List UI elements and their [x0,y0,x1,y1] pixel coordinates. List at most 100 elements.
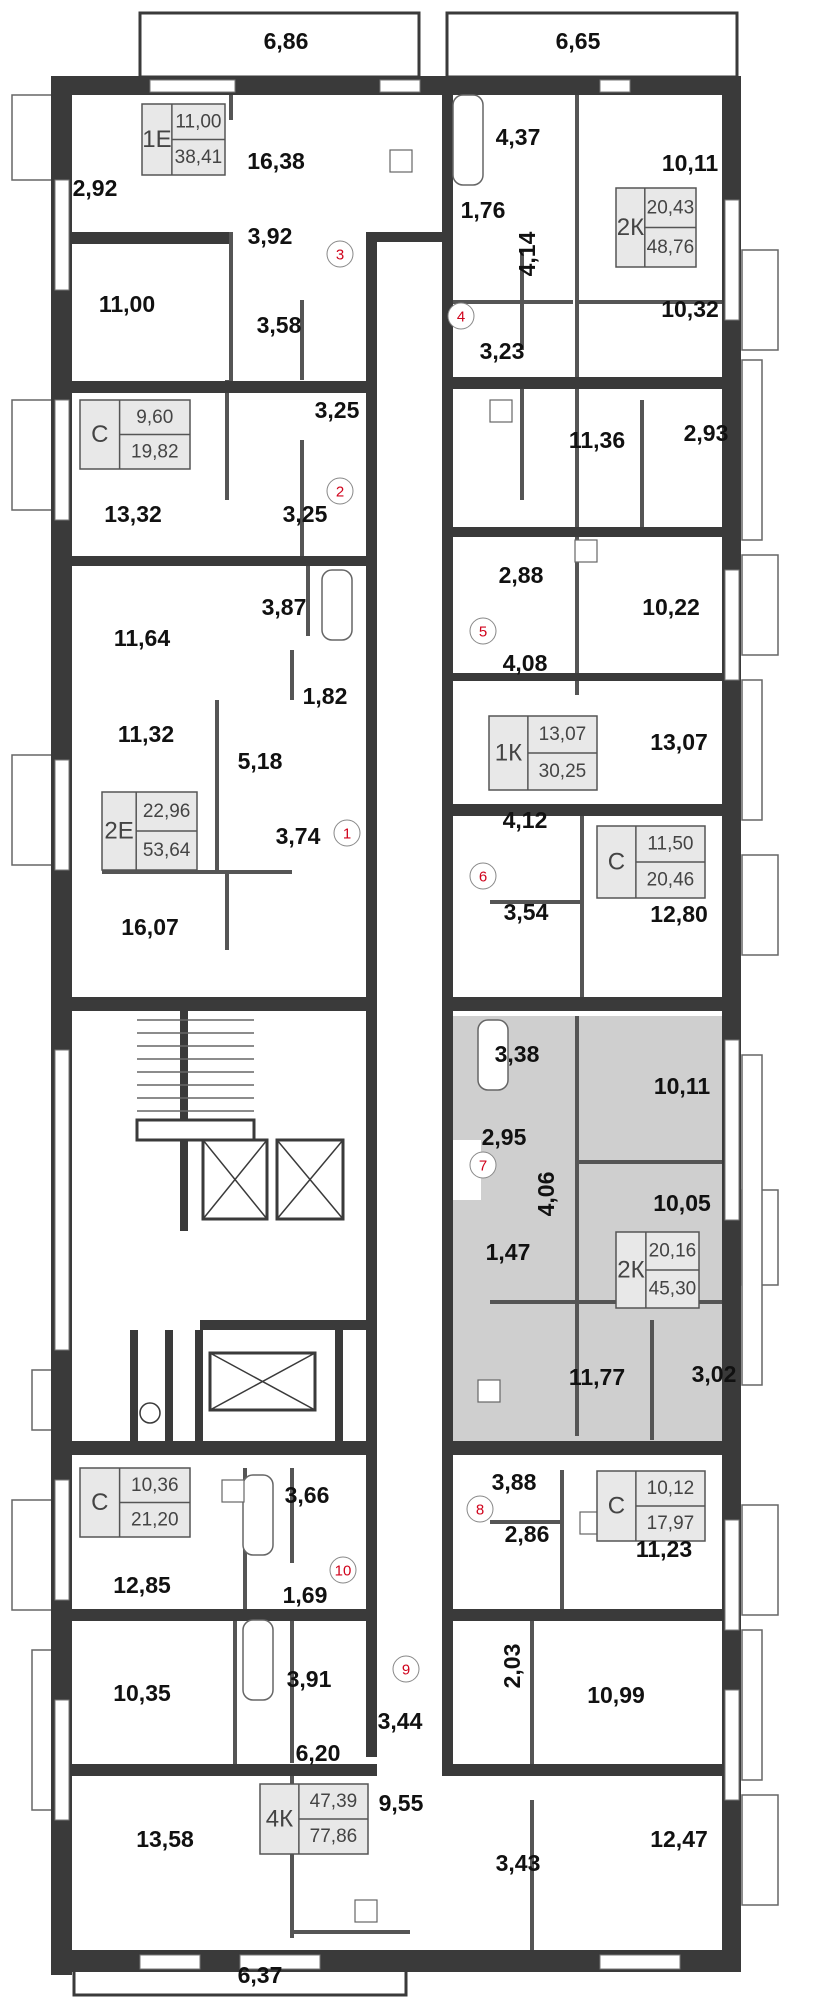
room-area-label: 2,93 [684,420,729,446]
apartment-total-area: 19,82 [131,441,179,462]
window-balcony [11,94,53,181]
apartment-number-marker[interactable] [469,617,497,645]
window [379,79,421,93]
stair-landing [135,1118,256,1142]
window [149,79,236,93]
wall [335,1330,343,1441]
partition-wall [575,95,579,695]
stove-icon [221,1479,245,1503]
apartment-number-marker[interactable] [326,240,354,268]
partition-wall [530,1800,534,1950]
apartment-number: 1 [343,826,351,843]
apartment-living-area: 20,16 [649,1241,697,1262]
utility-circle [139,1402,161,1424]
apartment-type: 2Е [104,818,133,845]
room-area-label: 4,14 [514,231,540,276]
room-area-label: 3,58 [257,312,302,338]
stove-icon [489,399,513,423]
wall [453,997,724,1011]
apartment-living-area: 22,96 [143,801,191,822]
apartment-number-marker[interactable] [447,302,475,330]
room-area-label: 1,69 [283,1582,328,1608]
room-area-label: 3,88 [492,1469,537,1495]
wall [165,1330,173,1441]
partition-wall [300,300,304,380]
window [724,199,740,321]
room-area-label: 2,88 [499,562,544,588]
partition-wall [520,380,524,500]
wall [130,1330,138,1441]
room-area-label: 2,95 [482,1124,527,1150]
apartment-number-marker[interactable] [469,1151,497,1179]
room-area-label: 4,08 [503,650,548,676]
apartment-total-area: 20,46 [647,870,695,891]
window-balcony [741,359,763,541]
bathtub-icon [477,1019,509,1091]
room-area-label: 11,23 [636,1536,692,1562]
wall [453,527,724,537]
partition-wall [490,900,580,904]
apartment-number: 9 [402,1662,410,1679]
wall [442,76,453,1776]
apartment-living-area: 11,00 [175,111,221,132]
room-area-label: 6,20 [296,1740,341,1766]
window [599,1954,681,1970]
bathtub-icon [242,1474,274,1556]
stove-icon [354,1899,378,1923]
apartment-number-marker[interactable] [329,1556,357,1584]
room-area-label: 3,25 [283,501,328,527]
partition-wall [650,1320,654,1440]
apartment-number-marker[interactable] [326,477,354,505]
wall [72,381,377,393]
room-area-label: 2,03 [499,1644,525,1689]
partition-wall [580,810,584,1000]
window-balcony [741,854,779,956]
apartment-living-area: 13,07 [539,724,587,745]
apartment-number-marker[interactable] [466,1495,494,1523]
apartment-total-area: 21,20 [131,1509,179,1530]
apartment-total-area: 45,30 [649,1279,697,1300]
partition-wall [233,1613,237,1768]
room-area-label: 3,87 [262,594,307,620]
apartment-number-marker[interactable] [333,819,361,847]
wall [453,673,724,681]
room-area-label: 10,35 [113,1680,171,1706]
room-area-label: 11,64 [114,625,170,651]
window-balcony [741,1054,763,1386]
window-balcony [11,1499,53,1611]
wall [72,1441,377,1455]
partition-wall [520,250,524,350]
partition-wall [290,1468,294,1563]
stove-icon [574,539,598,563]
apartment-number: 3 [336,247,344,264]
window [54,179,70,291]
apartment-type: С [608,1493,625,1520]
partition-wall [575,300,725,304]
wall [453,1441,724,1455]
partition-wall [560,1470,564,1615]
apartment-number: 5 [479,624,487,641]
window [54,759,70,871]
window-balcony [11,754,53,866]
room-area-label: 4,06 [533,1172,559,1217]
room-area-label: 16,07 [121,914,179,940]
partition-wall [490,1300,575,1304]
room-area-label: 3,91 [287,1666,332,1692]
room-area-label: 10,05 [653,1190,711,1216]
bathtub-icon [452,94,484,186]
apartment-number-marker[interactable] [469,862,497,890]
window-balcony [741,1794,779,1906]
stove-icon [389,149,413,173]
window-balcony [741,679,763,821]
window-balcony [11,399,53,511]
apartment-living-area: 10,36 [131,1475,179,1496]
room-area-label: 3,54 [504,899,549,925]
window [239,1954,321,1970]
apartment-number-marker[interactable] [392,1655,420,1683]
apartment-total-area: 53,64 [143,840,191,861]
room-area-label: 1,47 [486,1239,531,1265]
apartment-type: С [608,849,625,876]
apartment-type: 4К [266,1806,293,1833]
apartment-total-area: 77,86 [310,1826,358,1847]
